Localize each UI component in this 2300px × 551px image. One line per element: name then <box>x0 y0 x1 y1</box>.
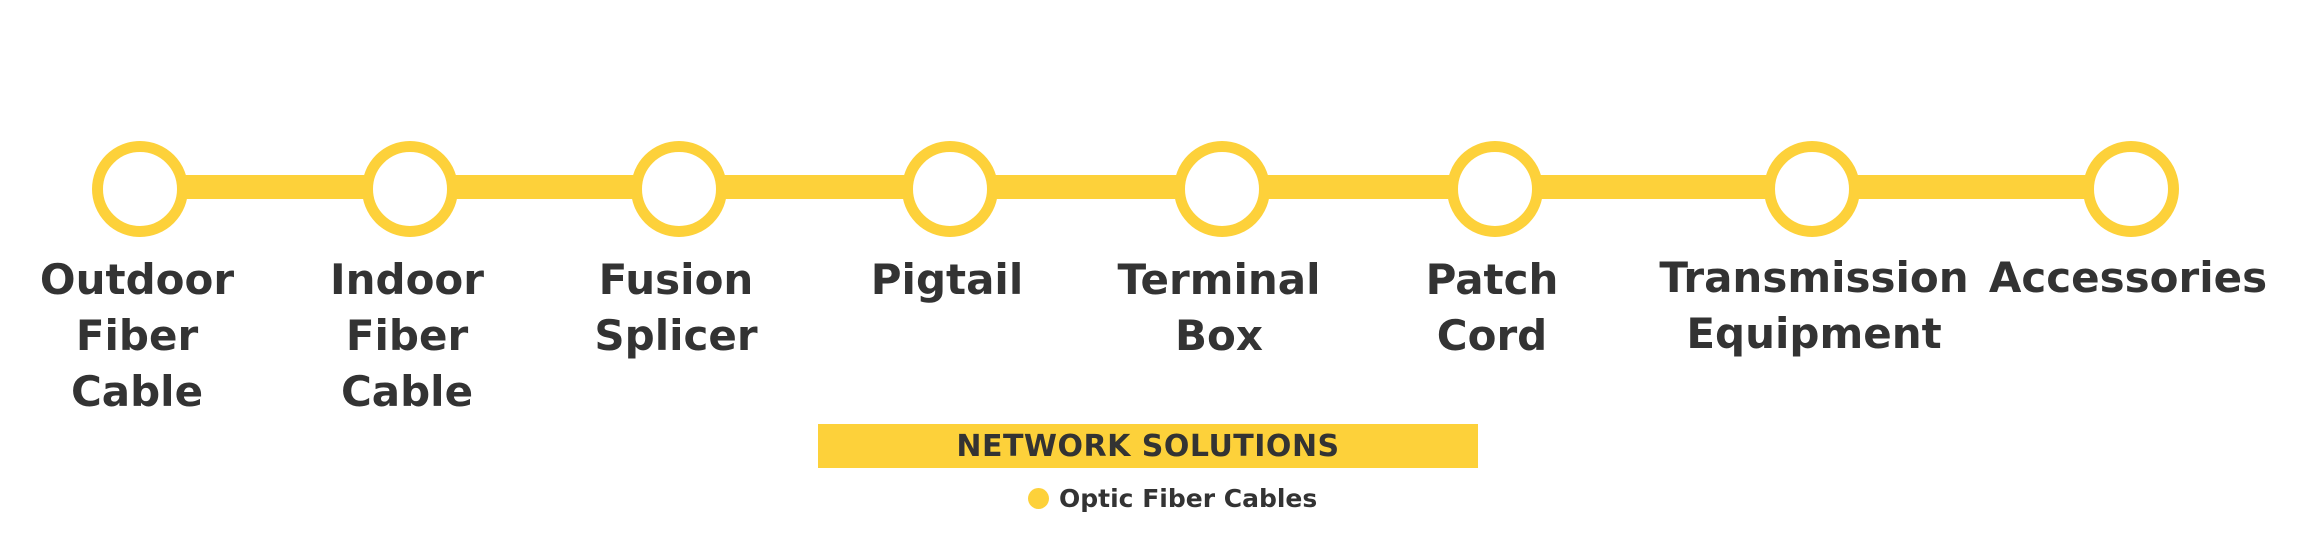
banner-title: NETWORK SOLUTIONS <box>956 428 1340 464</box>
step-node-7 <box>1764 141 1860 237</box>
step-label-6: Patch Cord <box>1425 255 1559 360</box>
legend-label: Optic Fiber Cables <box>1059 483 1318 513</box>
step-label-5: Terminal Box <box>1117 255 1321 360</box>
step-label-2: Indoor Fiber Cable <box>329 255 484 416</box>
step-node-3 <box>631 141 727 237</box>
step-label-4: Pigtail <box>870 255 1024 304</box>
legend: Optic Fiber Cables <box>1028 480 1317 516</box>
step-label-1: Outdoor Fiber Cable <box>39 255 235 416</box>
step-node-8 <box>2083 141 2179 237</box>
step-node-5 <box>1174 141 1270 237</box>
step-label-7: Transmission Equipment <box>1659 253 1969 358</box>
step-node-6 <box>1447 141 1543 237</box>
step-node-4 <box>902 141 998 237</box>
step-label-8: Accessories <box>1988 253 2268 302</box>
step-node-1 <box>92 141 188 237</box>
network-solutions-banner: NETWORK SOLUTIONS <box>818 424 1478 468</box>
step-label-3: Fusion Splicer <box>594 255 758 360</box>
step-node-2 <box>362 141 458 237</box>
dot-icon <box>1028 487 1049 509</box>
